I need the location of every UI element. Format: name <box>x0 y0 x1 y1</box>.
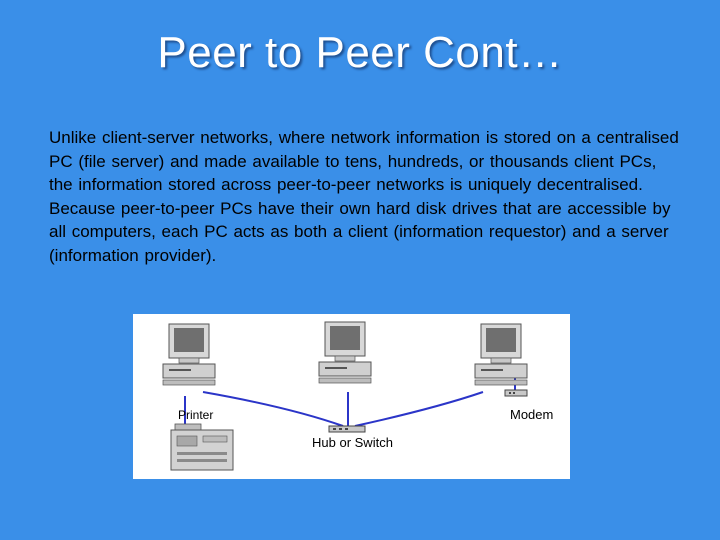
printer-label: Printer <box>178 408 214 422</box>
printer-icon <box>170 423 234 471</box>
network-diagram-graphic <box>162 321 528 471</box>
computer-icon <box>162 323 216 386</box>
slide-body-text: Unlike client-server networks, where net… <box>49 128 679 265</box>
network-cables <box>184 376 516 432</box>
hub-icon <box>328 425 366 433</box>
hub-label: Hub or Switch <box>312 435 393 450</box>
slide-title: Peer to Peer Cont… <box>157 28 563 77</box>
computer-icon <box>474 323 528 386</box>
computer-icon <box>318 321 372 384</box>
modem-icon <box>504 389 528 397</box>
modem-label: Modem <box>510 407 554 422</box>
network-diagram: Printer Hub or Switch Modem <box>133 314 570 479</box>
